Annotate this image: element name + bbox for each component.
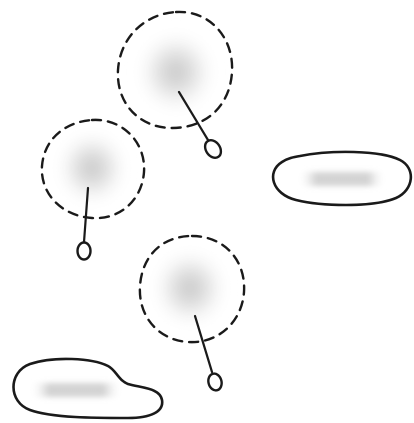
solid-blob-bottom-left	[14, 359, 163, 418]
circle-shading	[54, 128, 130, 208]
dashed-circle-with-pin-bottom	[140, 236, 244, 392]
blob-shading	[30, 383, 122, 397]
pin-head	[202, 137, 224, 161]
pin-head	[207, 372, 224, 392]
blob-shading	[298, 172, 386, 186]
pin-head	[78, 243, 91, 260]
circle-shading	[150, 246, 230, 330]
circle-shading	[134, 28, 218, 116]
dashed-circle-with-pin-left	[42, 120, 144, 260]
solid-blob-right	[273, 152, 411, 205]
